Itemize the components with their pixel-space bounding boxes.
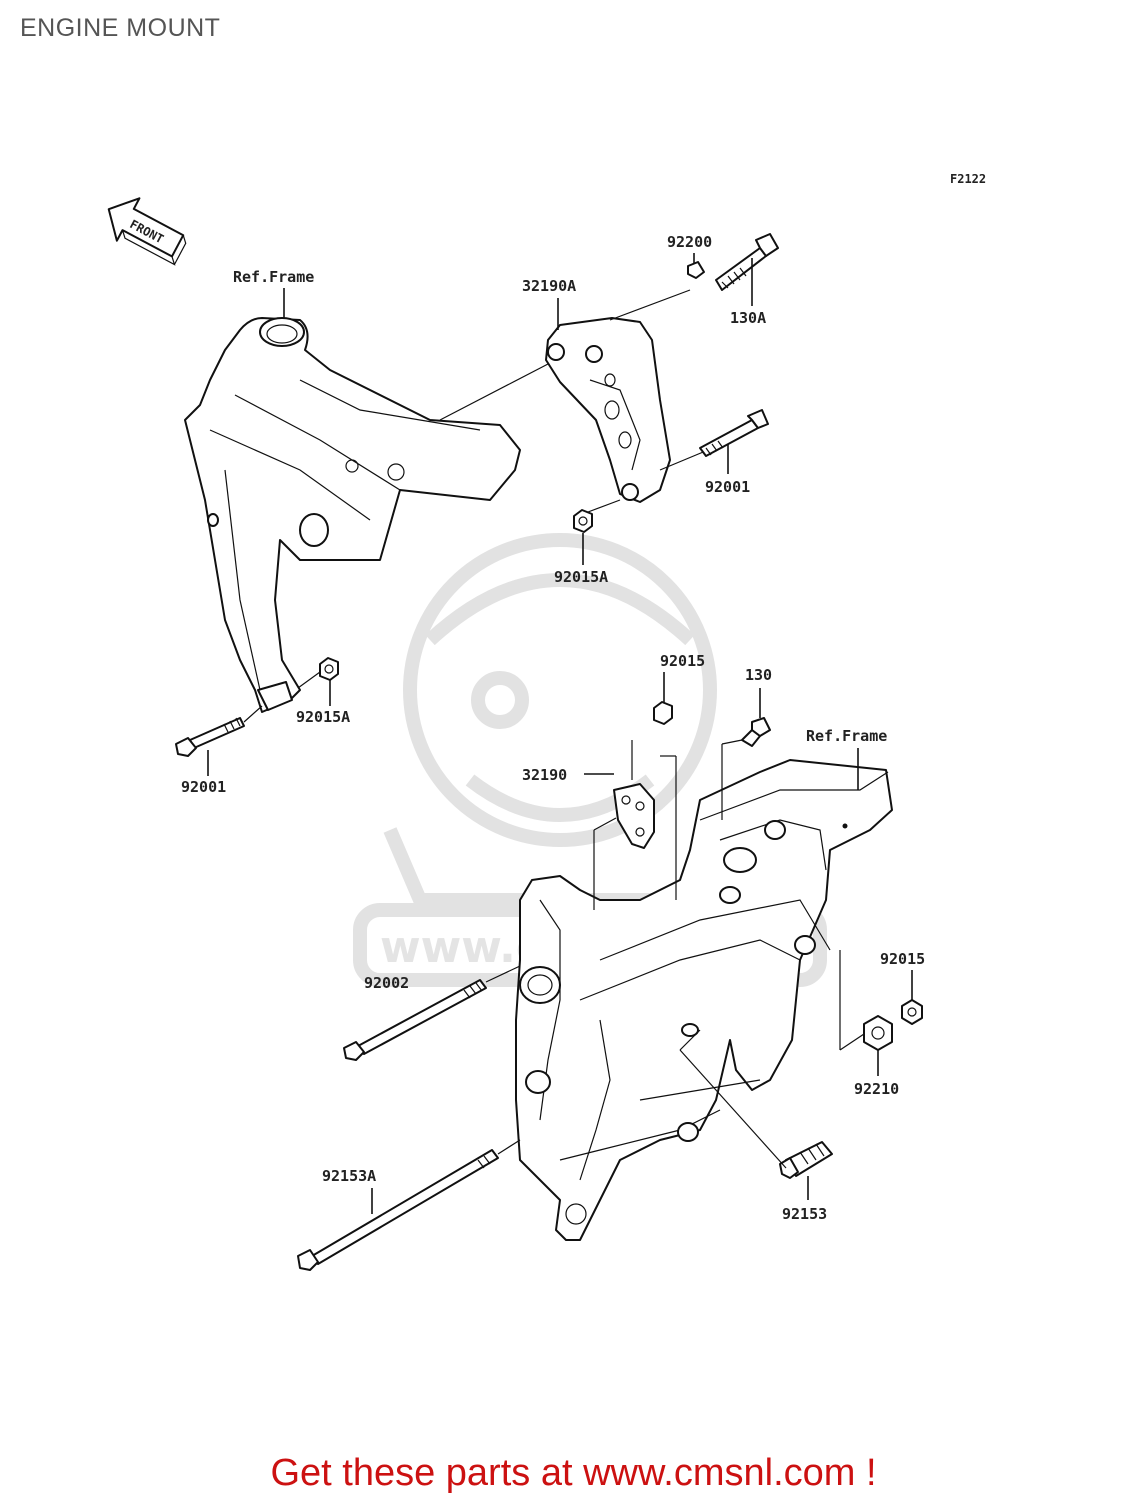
label-92015a-lower: 92015A bbox=[296, 708, 350, 726]
label-92015-upper: 92015 bbox=[660, 652, 705, 670]
nut-92015-upper-part bbox=[653, 701, 673, 725]
bracket-32190a-part bbox=[545, 317, 671, 503]
bolt-92153a-part bbox=[297, 1149, 499, 1271]
bolt-92153-part bbox=[779, 1141, 833, 1179]
label-92015a-upper: 92015A bbox=[554, 568, 608, 586]
label-ref-frame-upper: Ref.Frame bbox=[233, 268, 314, 286]
washer-92200-part bbox=[687, 261, 705, 279]
bolt-130-part bbox=[741, 717, 771, 747]
label-32190a: 32190A bbox=[522, 277, 576, 295]
exploded-parts-diagram: www.cmsnl.com F2122 FRONT Ref.Frame 3 bbox=[107, 172, 986, 1271]
label-92001-upper: 92001 bbox=[705, 478, 750, 496]
label-92153a: 92153A bbox=[322, 1167, 376, 1185]
lower-frame-part bbox=[515, 759, 893, 1241]
label-ref-frame-lower: Ref.Frame bbox=[806, 727, 887, 745]
nut-92015a-lower-part bbox=[319, 657, 339, 681]
page-title: ENGINE MOUNT bbox=[20, 14, 221, 42]
upper-frame-part bbox=[184, 317, 521, 713]
bolt-92001-lower-part bbox=[175, 717, 245, 757]
label-92210: 92210 bbox=[854, 1080, 899, 1098]
label-92002: 92002 bbox=[364, 974, 409, 992]
nut-92015a-upper-part bbox=[573, 509, 593, 533]
front-arrow-icon: FRONT bbox=[107, 197, 187, 266]
nut-92015-right-part bbox=[901, 999, 923, 1025]
label-130a: 130A bbox=[730, 309, 766, 327]
label-92200: 92200 bbox=[667, 233, 712, 251]
nut-92210-part bbox=[863, 1015, 893, 1051]
bolt-92002-part bbox=[343, 979, 487, 1061]
label-92001-lower: 92001 bbox=[181, 778, 226, 796]
label-92015-right: 92015 bbox=[880, 950, 925, 968]
figure-code: F2122 bbox=[950, 172, 986, 186]
label-92153: 92153 bbox=[782, 1205, 827, 1223]
bolt-92001-upper-part bbox=[699, 409, 769, 457]
label-32190: 32190 bbox=[522, 766, 567, 784]
label-130: 130 bbox=[745, 666, 772, 684]
footer-cta-link[interactable]: Get these parts at www.cmsnl.com ! bbox=[270, 1452, 877, 1494]
bolt-130a-part bbox=[715, 233, 779, 291]
bracket-32190-part bbox=[613, 783, 655, 849]
